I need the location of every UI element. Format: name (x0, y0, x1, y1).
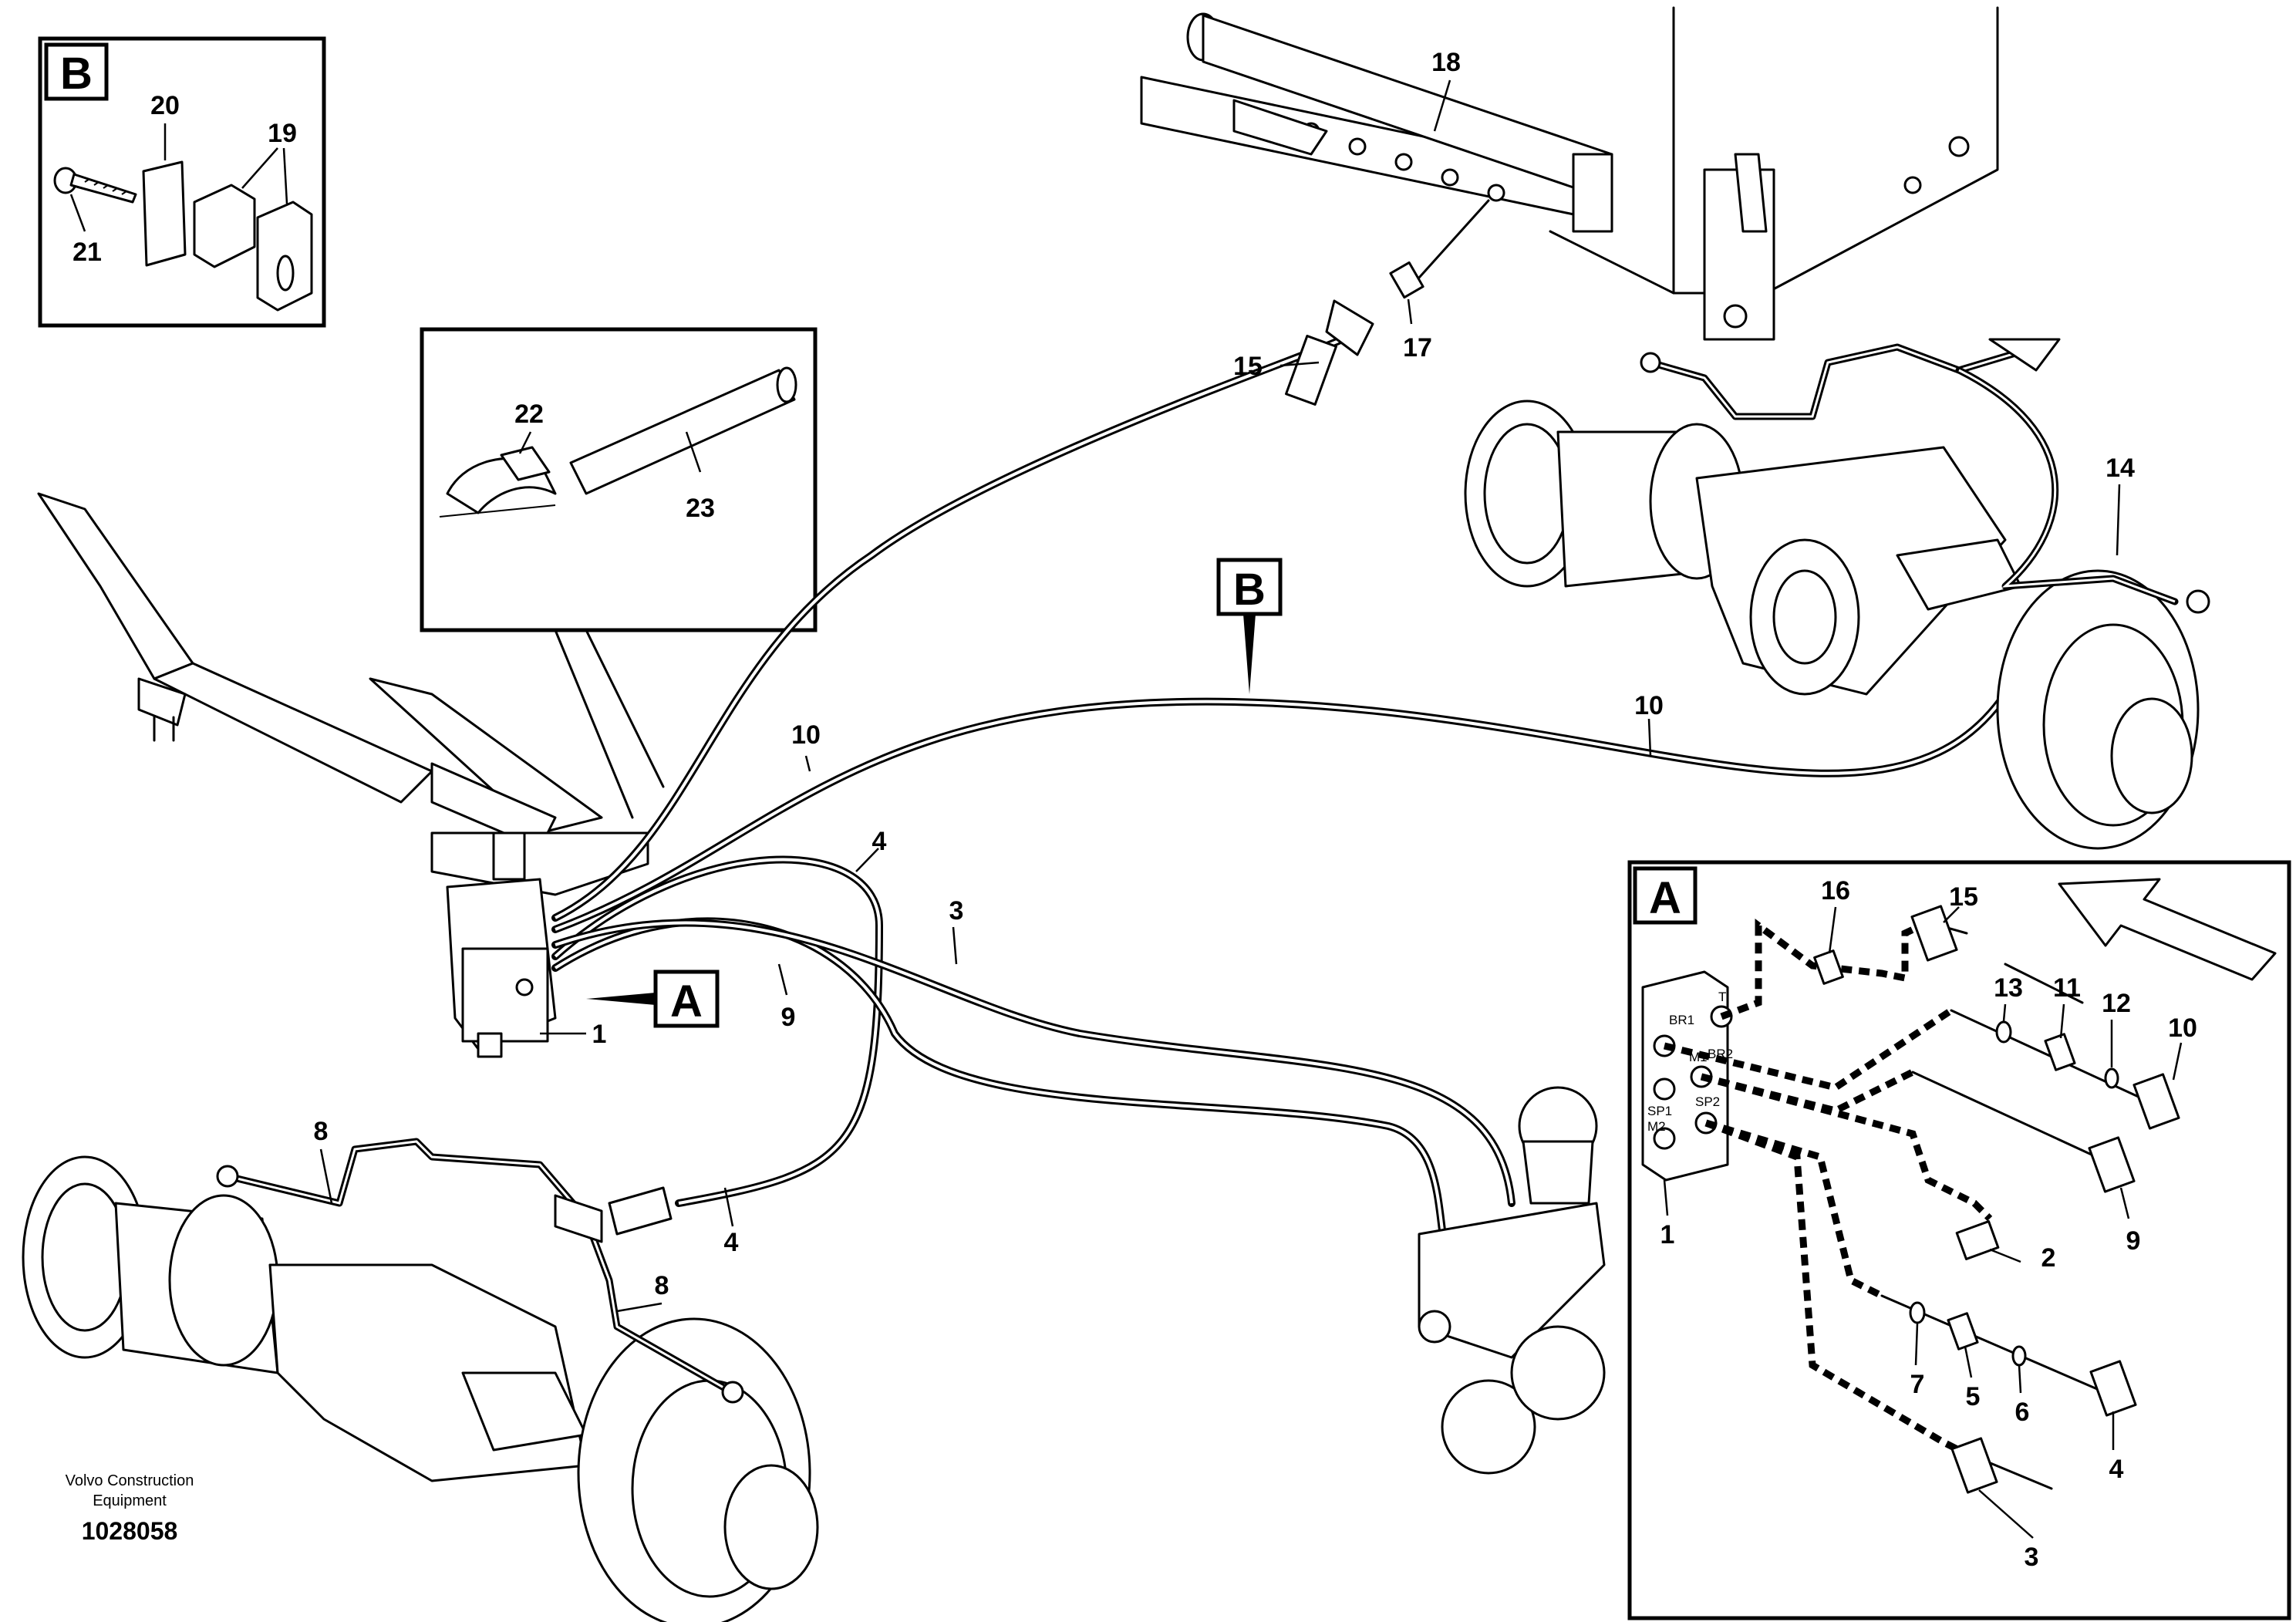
nipple-11-icon (2044, 1033, 2076, 1071)
o-ring-12-icon (2104, 1067, 2119, 1089)
callout-7: 7 (1910, 1370, 1925, 1399)
callout-4-bottom: 4 (724, 1228, 739, 1257)
inset-a-valve-ports: A BR1 T M1 BR2 SP1 SP2 M2 (1627, 860, 2291, 1620)
accumulator-block (1418, 1086, 1606, 1475)
callout-14: 14 (2106, 454, 2135, 483)
o-ring-7-icon (1909, 1301, 1926, 1324)
plate-icon (142, 160, 187, 267)
callout-15-inset: 15 (1949, 882, 1978, 912)
nipple-5-icon (1947, 1312, 1979, 1351)
callout-3-inset: 3 (2025, 1543, 2039, 1572)
inset-b-clamp-detail: B 20 19 21 (38, 36, 326, 328)
brake-valve (446, 831, 557, 1058)
port-label-sp2: SP2 (1695, 1094, 1720, 1109)
callout-23: 23 (686, 494, 715, 523)
port-label-br1: BR1 (1669, 1013, 1694, 1027)
hose-end-15-icon (1910, 905, 1958, 962)
port-sp1-icon (1653, 1077, 1676, 1101)
caption-line-1: Volvo Construction (66, 1472, 194, 1489)
callout-1-inset: 1 (1660, 1220, 1675, 1249)
callout-13: 13 (1994, 973, 2023, 1003)
rear-axle: 14 (1464, 338, 2210, 850)
caption-line-2: Equipment (93, 1492, 167, 1509)
hose-end-10-icon (2132, 1073, 2180, 1130)
plug-2-icon (1955, 1220, 2000, 1260)
view-a-letter: A (670, 976, 703, 1027)
front-axle: 8 8 4 (22, 1117, 819, 1622)
callout-9: 9 (781, 1003, 796, 1032)
clamp-half-icon (193, 184, 256, 268)
callout-2: 2 (2041, 1243, 2056, 1273)
nipple-16-icon (1813, 949, 1844, 985)
callout-1: 1 (592, 1020, 607, 1049)
callout-10-left: 10 (791, 720, 821, 750)
main-view-callouts: 10 10 4 3 9 1 (540, 691, 1664, 1049)
document-number: 1028058 (82, 1517, 178, 1545)
o-ring-13-icon (1995, 1020, 2012, 1044)
callout-19: 19 (268, 119, 297, 148)
protective-sleeve-icon (569, 369, 796, 495)
inset-pipe-clip-detail: 22 23 (420, 327, 818, 819)
callout-16: 16 (1821, 876, 1850, 905)
view-b-letter: B (1233, 565, 1266, 615)
callout-18: 18 (1431, 48, 1461, 77)
callout-6: 6 (2015, 1398, 2030, 1427)
valve-body (1641, 970, 1729, 1182)
port-label-sp1: SP1 (1647, 1104, 1672, 1118)
hose-end-3-icon (1950, 1437, 1998, 1494)
callout-10-inset: 10 (2168, 1013, 2197, 1043)
inset-b-letter: B (60, 49, 93, 99)
callout-17: 17 (1403, 333, 1432, 363)
hose-end-4-icon (2089, 1360, 2137, 1417)
callout-10-right: 10 (1634, 691, 1664, 720)
callout-9-inset: 9 (2126, 1226, 2141, 1256)
direction-arrow-icon (2058, 878, 2277, 981)
callout-8-top: 8 (314, 1117, 329, 1146)
brake-pedal-assembly (37, 492, 649, 896)
hose-fittings: 17 15 (1233, 199, 1490, 406)
callout-4-top: 4 (872, 827, 887, 856)
callout-4-inset: 4 (2109, 1455, 2124, 1484)
view-a-marker: A (586, 969, 720, 1028)
callout-3: 3 (949, 896, 964, 926)
callout-15: 15 (1233, 352, 1263, 381)
callout-11: 11 (2053, 973, 2081, 1003)
port-label-t: T (1718, 990, 1726, 1004)
inset-a-letter: A (1649, 873, 1681, 923)
callout-20: 20 (150, 91, 180, 120)
view-b-marker: B (1216, 558, 1283, 694)
brake-hoses (551, 336, 2017, 1269)
callout-8-bottom: 8 (655, 1271, 669, 1300)
callout-22: 22 (514, 400, 544, 429)
port-m2-icon (1653, 1127, 1676, 1150)
publisher-caption: Volvo Construction Equipment 1028058 (66, 1472, 194, 1545)
callout-21: 21 (72, 238, 102, 267)
bolt-icon (53, 167, 137, 204)
callout-5: 5 (1966, 1382, 1981, 1411)
o-ring-6-icon (2011, 1345, 2027, 1367)
hose-end-9-icon (2088, 1136, 2136, 1193)
accumulator-manifold: 18 (1140, 6, 1999, 341)
callout-12: 12 (2102, 989, 2131, 1018)
nipple-icon (1389, 261, 1424, 299)
port-label-m2: M2 (1647, 1119, 1666, 1134)
